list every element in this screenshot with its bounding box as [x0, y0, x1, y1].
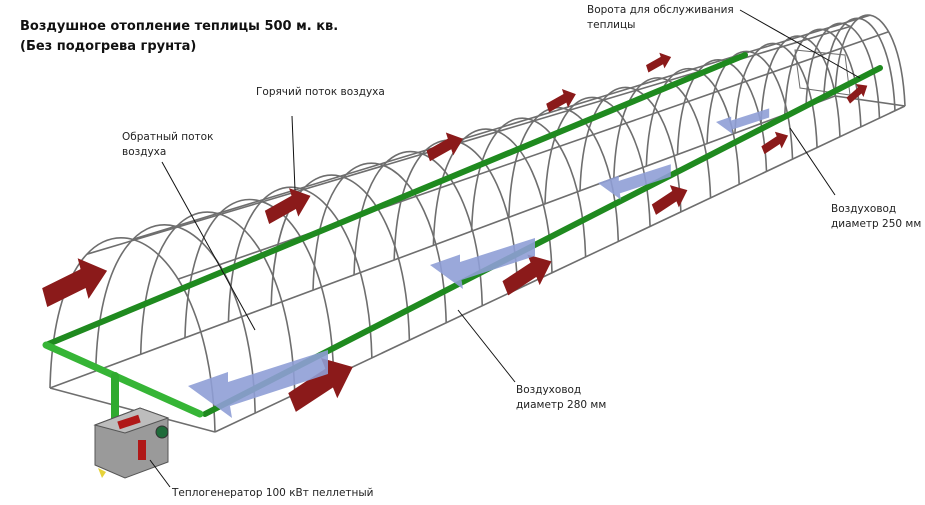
hot-arrow	[264, 188, 311, 225]
hot-arrow	[502, 254, 552, 296]
label-duct-250: Воздуховод диаметр 250 мм	[831, 202, 921, 232]
hot-arrow	[426, 132, 464, 162]
label-duct-250-line1: Воздуховод	[831, 203, 897, 215]
label-gate-line1: Ворота для обслуживания	[587, 4, 734, 16]
hot-arrow	[846, 84, 868, 104]
air-ducts	[42, 52, 883, 424]
duct-front	[42, 341, 204, 418]
frame-base-front	[49, 387, 216, 433]
hot-arrow	[646, 52, 672, 73]
label-gate: Ворота для обслуживания теплицы	[587, 3, 734, 33]
hot-arrow	[546, 89, 576, 113]
label-hot-flow: Горячий поток воздуха	[256, 86, 385, 98]
label-duct-280-line2: диаметр 280 мм	[516, 399, 607, 411]
duct-left	[43, 52, 748, 348]
label-return-flow-line1: Обратный поток	[122, 131, 214, 143]
return-arrow	[598, 164, 671, 200]
hot-arrow	[651, 185, 688, 215]
leader-lines	[149, 9, 861, 488]
frame-arch	[184, 198, 335, 376]
hot-arrow	[42, 258, 108, 308]
frame-purlin	[132, 14, 871, 241]
return-air-arrows	[188, 108, 770, 418]
heat-generator	[93, 407, 170, 479]
title-line-1: Воздушное отопление теплицы 500 м. кв.	[20, 19, 339, 34]
return-arrow	[716, 108, 770, 135]
frame-arch	[470, 117, 587, 257]
label-heater: Теплогенератор 100 кВт пеллетный	[172, 487, 374, 499]
frame-base-left	[49, 95, 836, 389]
frame-arch	[734, 42, 818, 148]
label-duct-250-line2: диаметр 250 мм	[831, 218, 922, 230]
label-return-flow-line2: воздуха	[122, 146, 167, 158]
label-duct-280-line1: Воздуховод	[516, 384, 582, 396]
diagram-title: Воздушное отопление теплицы 500 м. кв. (…	[20, 17, 338, 57]
label-return-flow: Обратный поток воздуха	[122, 130, 213, 160]
hot-arrow	[288, 357, 353, 412]
return-arrow	[188, 350, 328, 418]
hot-air-arrows	[42, 52, 868, 412]
return-arrow	[430, 238, 535, 289]
label-duct-280: Воздуховод диаметр 280 мм	[516, 383, 606, 413]
title-line-2: (Без подогрева грунта)	[20, 39, 197, 54]
greenhouse-frame	[49, 14, 906, 433]
label-gate-line2: теплицы	[587, 19, 636, 31]
hot-arrow	[761, 131, 789, 155]
